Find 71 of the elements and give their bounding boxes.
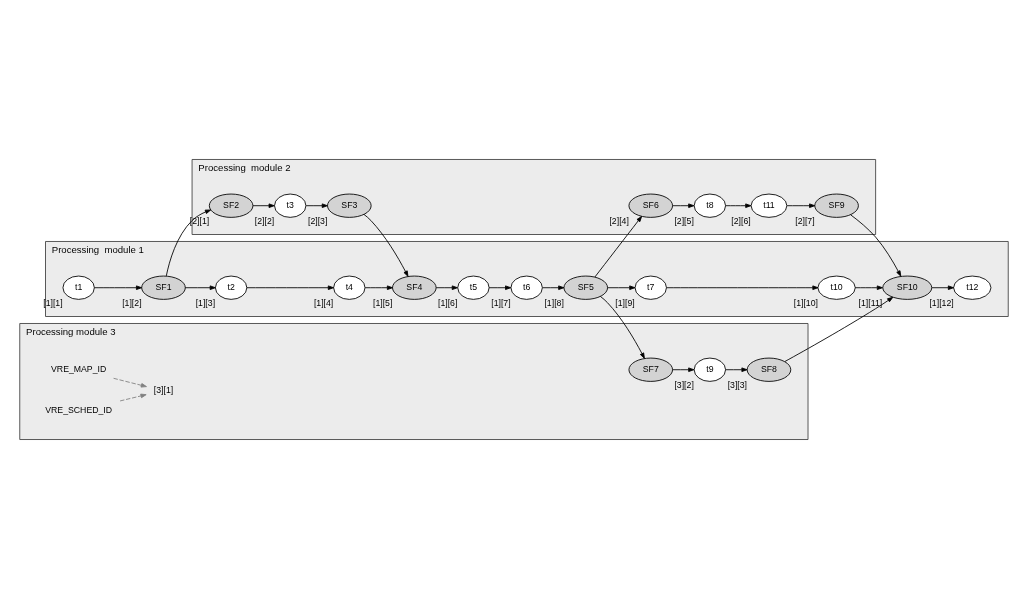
- node-label: [1][9]: [615, 298, 635, 309]
- node-ellipse: SF3: [327, 193, 372, 218]
- node-ellipse: t1: [62, 275, 95, 300]
- node-ellipse: SF5: [563, 275, 608, 300]
- node-ellipse: SF7: [628, 357, 673, 382]
- node-ellipse: t9: [693, 357, 726, 382]
- node-text: VRE_SCHED_ID: [45, 404, 113, 415]
- arrow: [725, 367, 748, 372]
- node-label: [1][10]: [793, 298, 818, 309]
- node-label: [1][2]: [122, 298, 142, 309]
- node-label: [2][3]: [308, 216, 328, 227]
- node-ellipse: SF9: [814, 193, 859, 218]
- node-label: [3][2]: [674, 380, 694, 391]
- node-ellipse: t4: [333, 275, 366, 300]
- node-ellipse: t5: [457, 275, 490, 300]
- arrow: [786, 203, 816, 208]
- node-label: [2][5]: [674, 216, 694, 227]
- node-label: [1][12]: [929, 298, 954, 309]
- node-label: [1][5]: [373, 298, 393, 309]
- arrow: [119, 393, 147, 402]
- node-ellipse: t7: [634, 275, 667, 300]
- arrow: [305, 203, 328, 208]
- arrow: [784, 296, 894, 362]
- arrow: [607, 285, 636, 290]
- node-text: [3][1]: [153, 384, 174, 395]
- node-label: [1][3]: [195, 298, 216, 309]
- arrow: [854, 285, 883, 290]
- node-ellipse: SF2: [208, 193, 254, 218]
- node-label: [2][7]: [795, 216, 815, 227]
- node-ellipse: SF4: [392, 275, 437, 300]
- node-label: [1][4]: [313, 298, 334, 309]
- node-text: VRE_MAP_ID: [51, 363, 107, 374]
- node-ellipse: SF8: [746, 357, 792, 382]
- node-label: [2][1]: [189, 216, 210, 227]
- arrow: [435, 285, 458, 290]
- node-ellipse: t3: [274, 193, 307, 218]
- node-ellipse: t12: [953, 275, 992, 300]
- node-label: [1][11]: [858, 298, 883, 309]
- node-ellipse: t6: [510, 275, 543, 300]
- arrow: [850, 214, 902, 277]
- node-ellipse: SF1: [141, 275, 186, 300]
- arrow: [93, 285, 143, 290]
- node-label: [2][4]: [609, 216, 629, 227]
- arrow: [599, 296, 645, 359]
- arrow: [113, 377, 147, 388]
- arrow: [725, 203, 752, 208]
- arrow: [672, 203, 695, 208]
- arrow: [672, 367, 695, 372]
- node-label: [1][8]: [544, 298, 564, 309]
- node-ellipse: t11: [750, 193, 788, 218]
- node-ellipse: SF6: [628, 193, 673, 218]
- arrow: [542, 285, 565, 290]
- arrow: [184, 285, 216, 290]
- node-label: [2][2]: [254, 216, 275, 227]
- arrow: [666, 285, 819, 290]
- arrow: [931, 285, 954, 290]
- node-ellipse: t8: [693, 193, 726, 218]
- arrow: [488, 285, 512, 290]
- node-label: [1][7]: [491, 298, 511, 309]
- node-label: [3][3]: [727, 380, 748, 391]
- node-ellipse: SF10: [882, 275, 933, 300]
- arrow: [246, 285, 334, 290]
- node-ellipse: t10: [817, 275, 856, 300]
- arrow: [364, 285, 394, 290]
- arrow: [252, 203, 275, 208]
- arrow: [363, 214, 409, 277]
- node-label: [2][6]: [731, 216, 751, 227]
- arrow: [594, 216, 643, 278]
- node-label: [1][6]: [438, 298, 458, 309]
- node-ellipse: t2: [214, 275, 248, 300]
- arrow: [165, 209, 212, 277]
